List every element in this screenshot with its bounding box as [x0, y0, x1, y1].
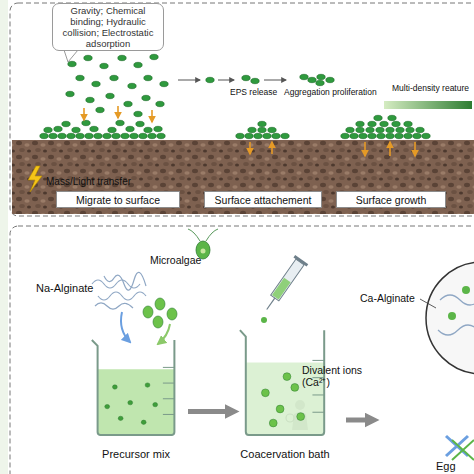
node-text: Gravity; Chemical binding; Hydraulic col…: [57, 5, 159, 49]
stage-box: Surface attachement: [204, 191, 322, 208]
model-label: Egg: [436, 460, 474, 473]
speech-bubble: Gravity; Chemical binding; Hydraulic col…: [52, 3, 164, 51]
beaker-outline: [88, 338, 184, 436]
material-label: Microalgae: [150, 254, 210, 266]
stage-label: Multi-density reature: [392, 84, 472, 94]
process-label: Mass/Light transfer: [46, 176, 156, 188]
node-text: Migrate to surface: [76, 194, 160, 206]
beaker-caption: Coacervation bath: [216, 448, 354, 460]
beaker: Precursor mix: [88, 338, 184, 436]
material-label: Na-Alginate: [36, 282, 106, 295]
material-label: Ca-Alginate: [360, 292, 430, 304]
process-arrow: [188, 409, 232, 414]
stage-box: Migrate to surface: [56, 191, 180, 208]
ion-label: Divalent ions (Ca²⁺): [302, 364, 374, 388]
stage-box: Surface growth: [336, 191, 446, 208]
beaker-caption: Precursor mix: [68, 448, 204, 460]
node-text: Surface attachement: [215, 194, 312, 206]
stage-label: EPS release: [230, 88, 290, 98]
node-text: Surface growth: [356, 194, 427, 206]
stage-label: Aggregation proliferation: [284, 88, 388, 98]
